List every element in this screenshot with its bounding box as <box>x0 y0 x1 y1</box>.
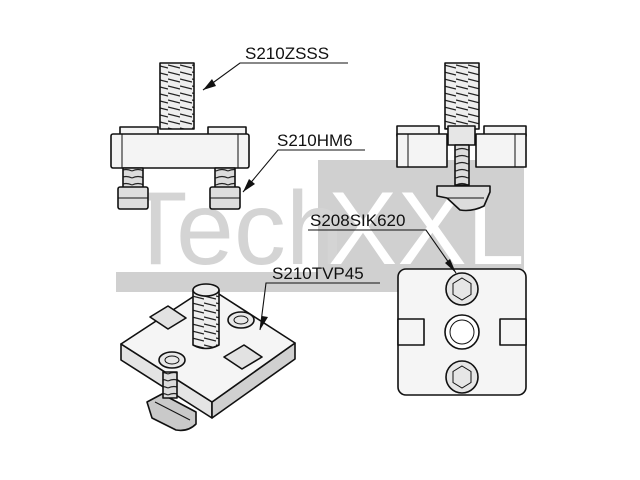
topview-socket-top <box>445 272 479 306</box>
plate-socket-left <box>158 351 186 369</box>
watermark-block <box>318 160 524 288</box>
isometric-plate <box>120 283 296 432</box>
topview-pad-right <box>499 318 527 346</box>
topview-pad-left <box>397 318 425 346</box>
section-hex-socket <box>447 125 476 146</box>
section-body-left <box>396 133 448 168</box>
bracket-body <box>110 133 250 169</box>
label-s210zsss: S210ZSSS <box>245 44 329 63</box>
plate-bolt-top <box>192 283 220 297</box>
tnut-right-thread <box>214 167 236 189</box>
topview-socket-bottom <box>445 360 479 394</box>
label-s210hm6: S210HM6 <box>277 131 353 150</box>
section-bolt-thread <box>444 62 480 130</box>
assembly-section-view <box>396 62 527 212</box>
plate-top-view <box>397 268 527 396</box>
section-screw-shank <box>454 144 470 186</box>
plate-tnut-screw <box>162 371 178 399</box>
plate-bolt-thread <box>192 289 220 350</box>
callout-s210tvp45: S210TVP45 <box>259 264 380 331</box>
plate-tnut <box>146 393 197 432</box>
tnut-left-thread <box>122 167 144 189</box>
label-s208sik620: S208SIK620 <box>310 211 405 230</box>
plate-socket-right <box>227 311 255 329</box>
plate-pad-front <box>223 344 263 370</box>
callout-s208sik620: S208SIK620 <box>308 211 457 274</box>
section-body-right <box>475 133 527 168</box>
bolt-thread <box>159 62 195 130</box>
callout-s210hm6: S210HM6 <box>242 131 365 193</box>
label-s210tvp45: S210TVP45 <box>272 264 364 283</box>
plate-pad-back <box>149 305 187 330</box>
callout-s210zsss: S210ZSSS <box>202 44 348 91</box>
assembly-side-view <box>110 62 250 210</box>
watermark-text-right: XXL <box>328 171 525 287</box>
